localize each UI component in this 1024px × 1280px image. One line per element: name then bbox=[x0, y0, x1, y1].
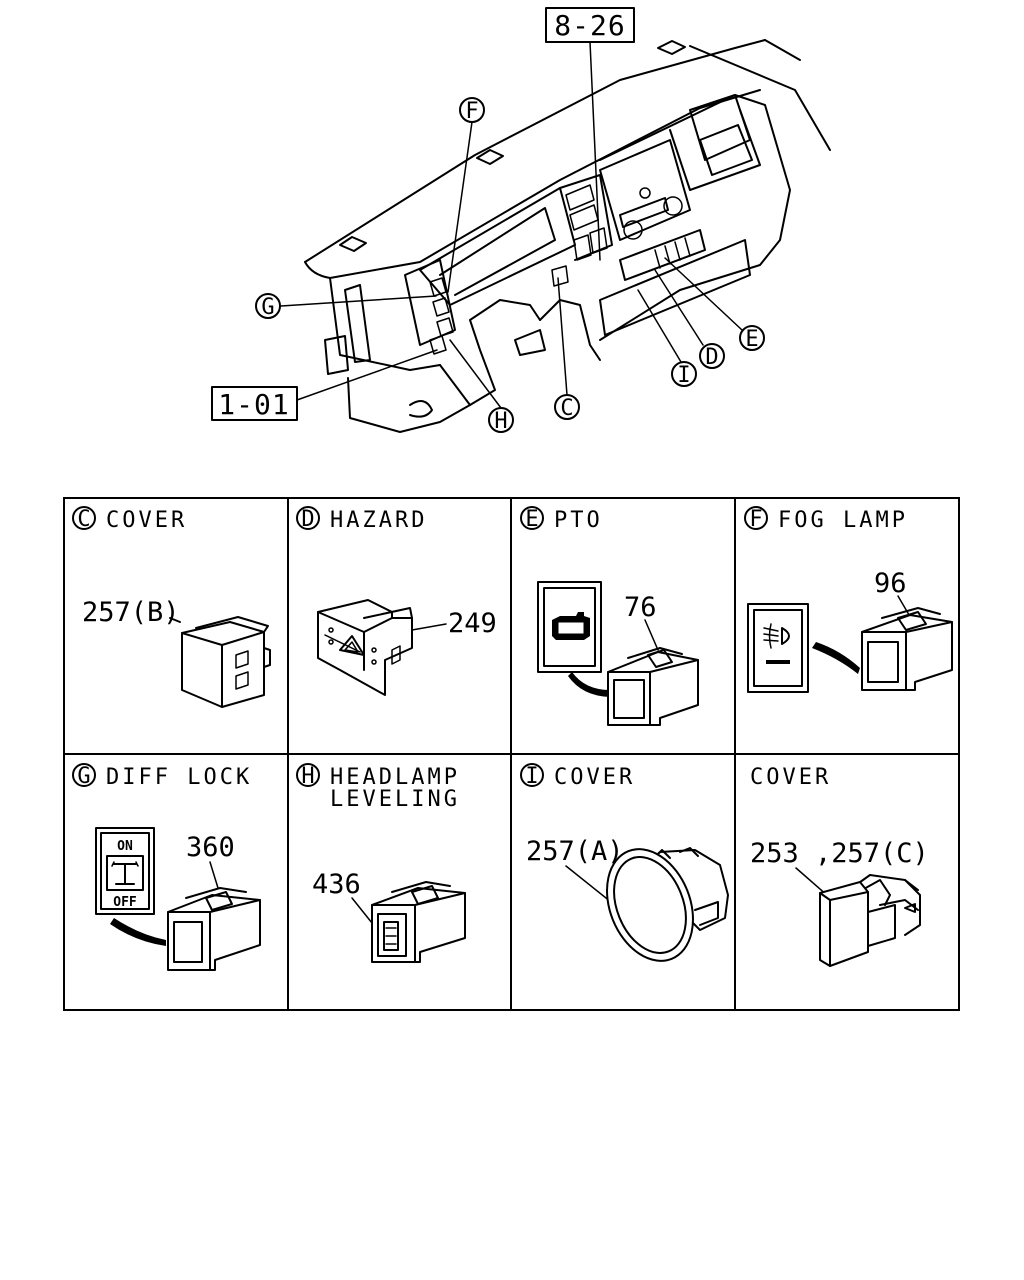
blank-cover-part bbox=[819, 874, 921, 967]
panel-hazard-d: D HAZARD 249 bbox=[296, 506, 497, 696]
hazard-switch-part bbox=[317, 599, 413, 696]
part-number: 360 bbox=[186, 832, 235, 863]
part-number: 436 bbox=[312, 869, 361, 900]
callout-G: G bbox=[255, 293, 281, 320]
callout-I: I bbox=[671, 361, 697, 388]
panel-title-line1: HEADLAMP bbox=[330, 765, 460, 790]
svg-text:G: G bbox=[261, 295, 274, 320]
diff-lock-indicator-plate: ON OFF bbox=[95, 827, 155, 915]
fog-lamp-icon bbox=[763, 623, 790, 664]
ref-label-8-26: 8-26 bbox=[554, 9, 625, 42]
panel-title: HAZARD bbox=[330, 508, 427, 533]
ref-label-1-01: 1-01 bbox=[218, 388, 289, 421]
parts-grid bbox=[63, 497, 960, 1011]
panel-title: COVER bbox=[106, 508, 187, 533]
svg-text:E: E bbox=[745, 327, 758, 352]
part-number: 253 ,257(C) bbox=[750, 838, 929, 869]
svg-text:E: E bbox=[525, 507, 538, 532]
svg-text:C: C bbox=[560, 396, 573, 421]
axle-lock-icon bbox=[106, 855, 144, 891]
svg-text:F: F bbox=[749, 507, 762, 532]
callout-E: E bbox=[739, 325, 765, 352]
panel-diff-lock-g: G DIFF LOCK 360 ON OFF bbox=[72, 763, 261, 971]
svg-text:H: H bbox=[494, 409, 507, 434]
part-number: 76 bbox=[624, 592, 657, 623]
panel-title: COVER bbox=[750, 765, 831, 790]
switch-off-label: OFF bbox=[113, 895, 137, 910]
callout-D: D bbox=[699, 343, 725, 370]
part-number: 249 bbox=[448, 608, 497, 639]
panel-pto-e: E PTO 76 bbox=[520, 506, 699, 726]
ref-box-1-01: 1-01 bbox=[211, 386, 298, 421]
fog-lamp-indicator-plate bbox=[747, 603, 809, 693]
svg-text:F: F bbox=[465, 99, 478, 124]
callout-F: F bbox=[459, 97, 485, 124]
panel-title: FOG LAMP bbox=[778, 508, 908, 533]
cover-plug-part bbox=[169, 616, 271, 708]
pto-indicator-plate bbox=[537, 581, 602, 673]
panel-cover-i: I COVER 257(A) bbox=[520, 763, 729, 962]
svg-text:C: C bbox=[77, 507, 90, 532]
svg-text:G: G bbox=[77, 764, 90, 789]
part-number: 257(B) bbox=[82, 597, 180, 628]
part-number: 96 bbox=[874, 568, 907, 599]
panel-cover-c: C COVER 257(B) bbox=[72, 506, 271, 708]
svg-text:I: I bbox=[677, 363, 690, 388]
round-cover-part bbox=[606, 847, 729, 962]
panel-headlamp-leveling-h: H HEADLAMP LEVELING 436 bbox=[296, 763, 466, 963]
panel-title: DIFF LOCK bbox=[106, 765, 252, 790]
part-number: 257(A) bbox=[526, 836, 624, 867]
panel-cover-plain: COVER 253 ,257(C) bbox=[750, 765, 929, 967]
panel-title: PTO bbox=[554, 508, 603, 533]
fog-lamp-switch-part bbox=[861, 607, 953, 691]
svg-text:D: D bbox=[705, 345, 718, 370]
callout-H: H bbox=[488, 407, 514, 434]
pto-switch-part bbox=[607, 647, 699, 726]
panel-fog-lamp-f: F FOG LAMP 96 bbox=[744, 506, 953, 693]
svg-text:I: I bbox=[525, 764, 538, 789]
dashboard-illustration bbox=[304, 39, 831, 433]
panel-title-line2: LEVELING bbox=[330, 787, 460, 812]
headlamp-leveling-switch-part bbox=[371, 881, 466, 963]
panel-title: COVER bbox=[554, 765, 635, 790]
switch-on-label: ON bbox=[117, 839, 133, 854]
svg-text:D: D bbox=[301, 507, 314, 532]
svg-text:H: H bbox=[301, 764, 314, 789]
callout-C: C bbox=[554, 394, 580, 421]
leader-lines bbox=[280, 41, 743, 409]
ref-box-8-26: 8-26 bbox=[545, 7, 635, 43]
diff-lock-switch-part bbox=[167, 887, 261, 971]
